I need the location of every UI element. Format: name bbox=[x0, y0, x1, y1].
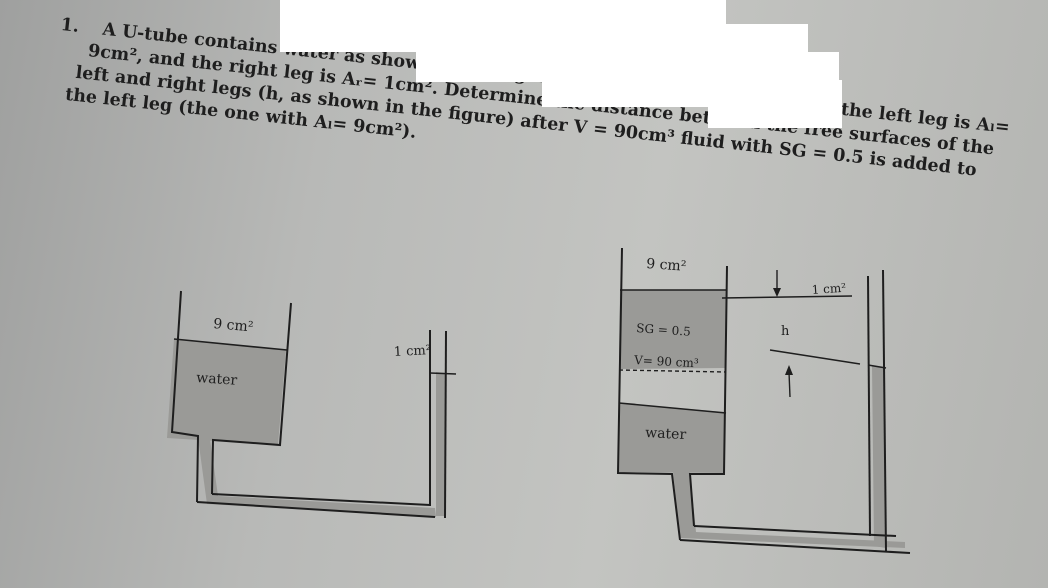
h-label: h bbox=[781, 324, 790, 339]
left-area-label: 9 cm² bbox=[213, 316, 254, 335]
added-fluid-layer bbox=[619, 290, 726, 369]
sg-label: SG = 0.5 bbox=[636, 321, 691, 339]
right-leg-water bbox=[872, 365, 886, 548]
right-u-tube: 9 cm² SG = 0.5 V= 90 cm³ water h 1 cm² bbox=[616, 247, 911, 554]
left-area-label: 9 cm² bbox=[646, 256, 687, 275]
left-u-tube: 9 cm² 1 cm² water bbox=[167, 290, 457, 519]
left-reservoir-water bbox=[167, 339, 286, 445]
right-leg-water bbox=[436, 372, 446, 516]
redaction-block bbox=[708, 80, 842, 128]
left-water-layer bbox=[618, 403, 725, 473]
bottom-tube-water bbox=[198, 438, 436, 517]
right-area-label: 1 cm² bbox=[811, 281, 846, 297]
left-fluid-label: water bbox=[196, 370, 238, 389]
right-area-label: 1 cm² bbox=[393, 343, 431, 360]
volume-label: V= 90 cm³ bbox=[633, 353, 699, 370]
right-fluid-label: water bbox=[645, 425, 687, 443]
